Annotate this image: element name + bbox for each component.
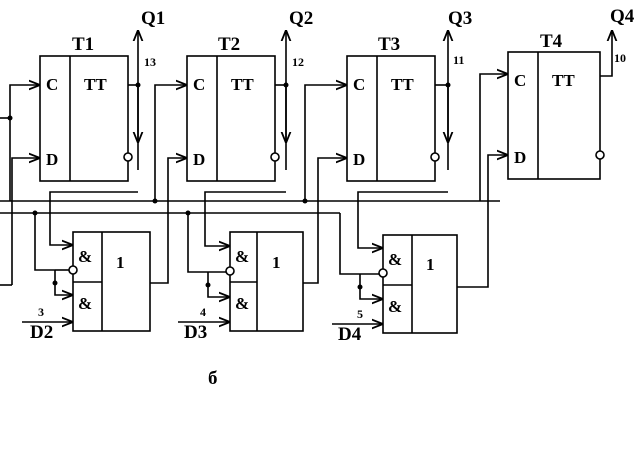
figure-label: б — [208, 368, 218, 389]
mode-to-gate2-wire — [187, 213, 208, 273]
pin-number: 4 — [200, 305, 206, 319]
and-symbol: & — [78, 294, 92, 313]
and-symbol: & — [235, 247, 249, 266]
data-input-label: D — [353, 150, 365, 169]
mode-to-gate3-wire — [339, 213, 360, 275]
clock-to-t4-wire — [479, 74, 508, 201]
and-symbol: & — [388, 250, 402, 269]
gate-input-label: D2 — [30, 322, 53, 343]
gate2-to-t3-d-wire — [303, 158, 347, 284]
mode-to-gate1-wire — [34, 213, 55, 271]
flipflop-label: T1 — [72, 34, 94, 55]
bus-junction-dot — [152, 198, 158, 204]
and-or-gate-1: & & 1 3 D2 — [22, 231, 151, 343]
and-or-gate-2: & & 1 4 D3 — [178, 231, 304, 343]
pin-number: 3 — [38, 305, 44, 319]
flipflop-t1: T1 C D TT Q1 13 — [39, 8, 165, 182]
clock-to-t3-wire — [304, 85, 347, 201]
flipflop-t3: T3 C D TT Q3 11 — [346, 8, 472, 182]
flipflop-type-label: TT — [391, 75, 414, 94]
flipflop-type-label: TT — [231, 75, 254, 94]
gate1-to-t2-d-wire — [150, 158, 187, 284]
flipflop-type-label: TT — [84, 75, 107, 94]
data-input-label: D — [193, 150, 205, 169]
gate3-to-t4-d-wire — [457, 155, 508, 288]
gate-input-label: D3 — [184, 322, 207, 343]
flipflop-t4: T4 C D TT Q4 10 — [507, 6, 635, 180]
or-symbol: 1 — [426, 255, 435, 274]
output-label: Q2 — [289, 8, 313, 29]
flipflop-t2: T2 C D TT Q2 12 — [186, 8, 313, 182]
pin-number: 13 — [144, 55, 156, 69]
pin-number: 12 — [292, 55, 304, 69]
pin-number: 11 — [453, 53, 464, 67]
output-label: Q4 — [610, 6, 635, 27]
and-symbol: & — [235, 294, 249, 313]
data-input-label: D — [46, 150, 58, 169]
bus-junction-dot — [185, 210, 191, 216]
q2-to-gate2-wire — [204, 191, 286, 246]
clock-input-label: C — [514, 71, 526, 90]
or-symbol: 1 — [272, 253, 281, 272]
clock-input-label: C — [353, 75, 365, 94]
gate-input-label: D4 — [338, 324, 362, 345]
flipflop-type-label: TT — [552, 71, 575, 90]
serial-to-t1-d-wire — [11, 158, 40, 285]
clock-junction-dot — [7, 115, 13, 121]
or-symbol: 1 — [116, 253, 125, 272]
flipflop-label: T3 — [378, 34, 400, 55]
clock-to-t1-wire — [9, 85, 40, 201]
clock-input-label: C — [193, 75, 205, 94]
data-input-label: D — [514, 148, 526, 167]
clock-to-t2-wire — [154, 85, 187, 201]
and-symbol: & — [78, 247, 92, 266]
q3-to-gate3-wire — [357, 191, 448, 248]
and-or-gate-3: & & 1 5 D4 — [332, 234, 458, 345]
q1-to-gate1-wire — [49, 191, 138, 245]
pin-number: 10 — [614, 51, 626, 65]
clock-input-label: C — [46, 75, 58, 94]
bus-junction-dot — [302, 198, 308, 204]
pin-number: 5 — [357, 307, 363, 321]
flipflop-label: T4 — [540, 31, 563, 52]
and-symbol: & — [388, 297, 402, 316]
output-label: Q1 — [141, 8, 165, 29]
flipflop-label: T2 — [218, 34, 240, 55]
bus-junction-dot — [32, 210, 38, 216]
output-label: Q3 — [448, 8, 472, 29]
